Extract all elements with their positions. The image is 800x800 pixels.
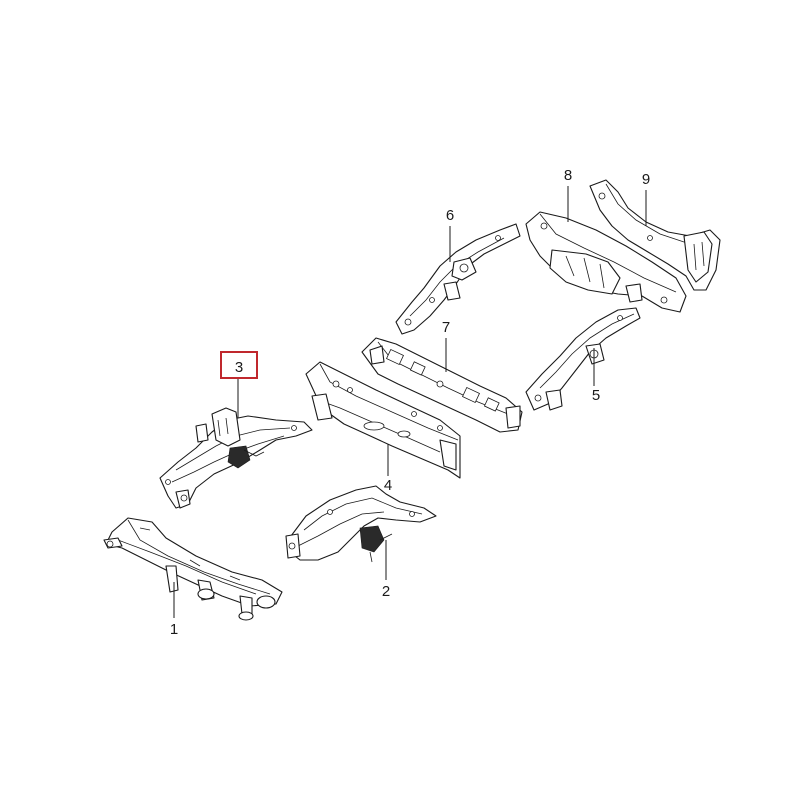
callout-1[interactable]: 1 (170, 621, 178, 638)
part-8-rear-crossmember[interactable] (525, 211, 687, 313)
callout-2[interactable]: 2 (382, 583, 390, 600)
part-5-rear-side-member-right[interactable] (525, 307, 641, 411)
part-4-dash-panel[interactable] (305, 361, 461, 479)
part-9-rear-panel-member[interactable] (589, 179, 721, 291)
callout-8[interactable]: 8 (564, 167, 572, 184)
callout-3-highlight-box (220, 351, 258, 379)
part-1-front-crossmember[interactable] (103, 517, 283, 621)
callout-3[interactable]: 3 (235, 359, 243, 376)
part-6-rear-side-member-left[interactable] (395, 223, 521, 335)
part-7-center-crossmember[interactable] (361, 337, 523, 433)
callout-6[interactable]: 6 (446, 207, 454, 224)
part-3-front-side-member[interactable] (159, 407, 313, 509)
callout-9[interactable]: 9 (642, 171, 650, 188)
part-2-floor-side-member[interactable] (285, 485, 437, 563)
callout-4[interactable]: 4 (384, 477, 392, 494)
callout-5[interactable]: 5 (592, 387, 600, 404)
callout-7[interactable]: 7 (442, 319, 450, 336)
